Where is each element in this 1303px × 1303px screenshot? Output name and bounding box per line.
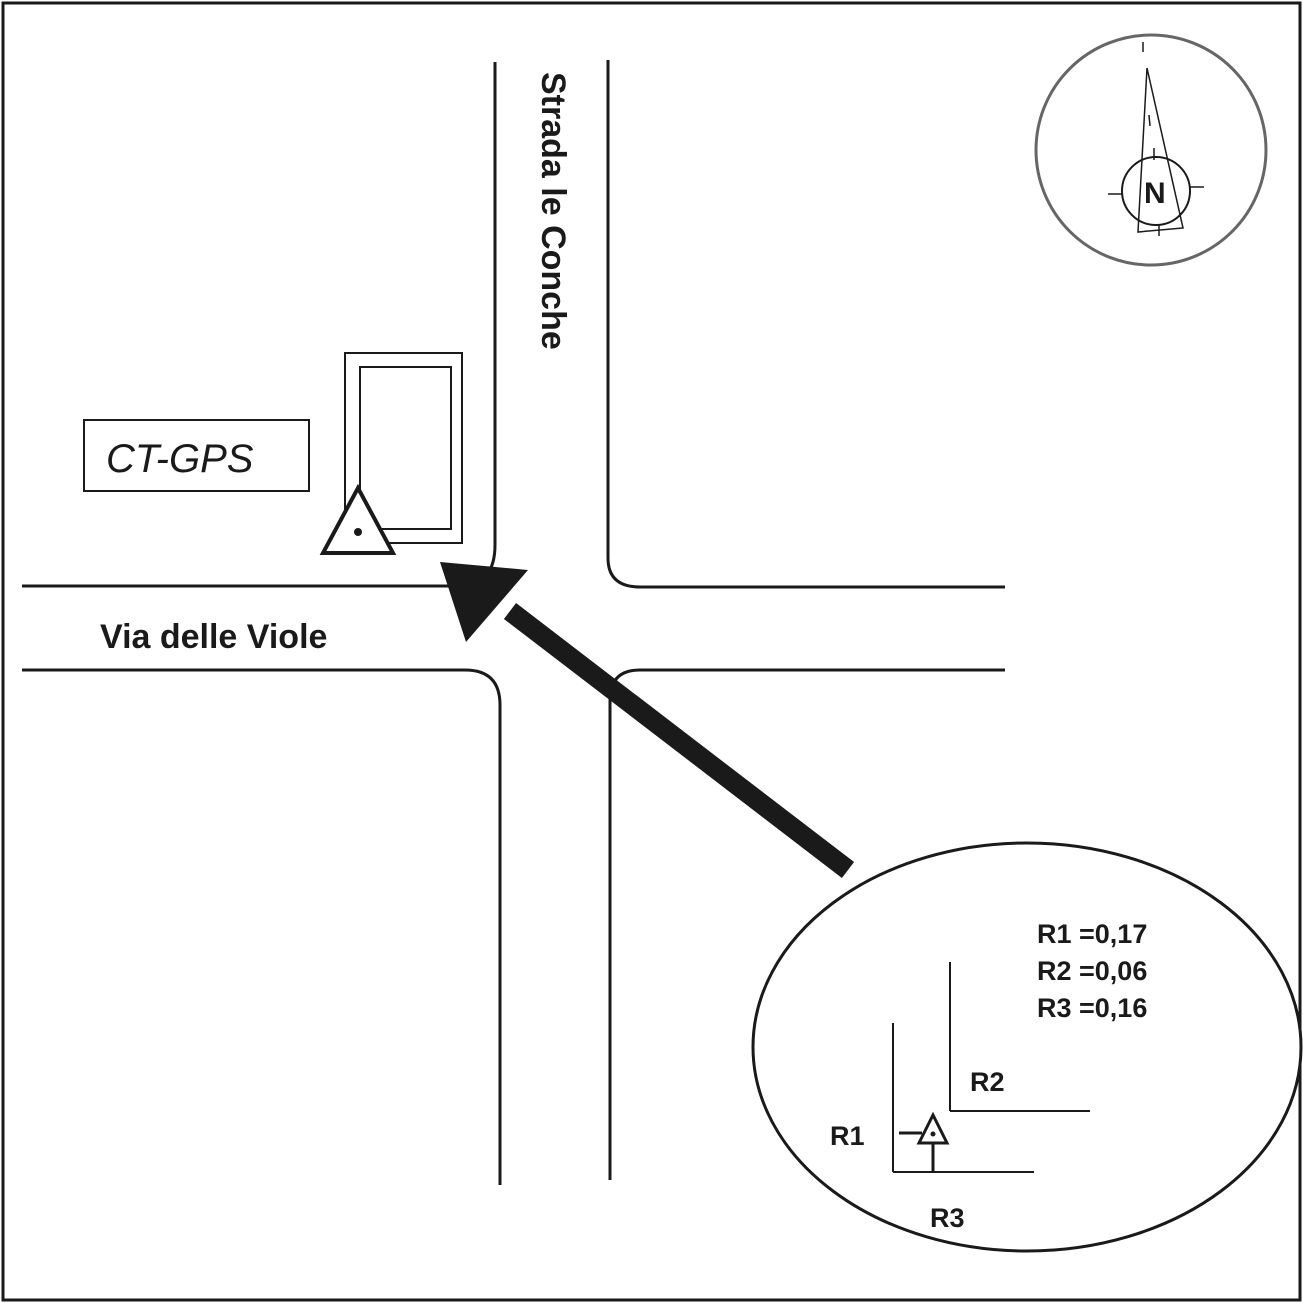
strada-le-conche-east-edge-north <box>606 60 1005 589</box>
street-label-via-delle-viole: Via delle Viole <box>100 618 327 656</box>
building <box>344 352 463 544</box>
street-label-strada-le-conche: Strada le Conche <box>534 72 572 350</box>
inset-reference-lines <box>892 962 1090 1173</box>
inset-label-r2: R2 <box>970 1067 1005 1097</box>
via-delle-viole-south-edge-west <box>22 668 502 1185</box>
reading-r3: R3 =0,16 <box>1037 993 1147 1023</box>
arrow-icon <box>440 562 855 878</box>
inset-triangle-marker-icon <box>916 1111 950 1145</box>
north-label: N <box>1144 177 1166 210</box>
station-label: CT-GPS <box>106 437 254 481</box>
detail-inset: R1 =0,17 R2 =0,06 R3 =0,16 R2 R1 R3 <box>751 841 1303 1253</box>
inset-label-r1: R1 <box>830 1121 865 1151</box>
station-label-box <box>83 419 310 492</box>
reading-r1: R1 =0,17 <box>1037 919 1147 949</box>
compass-rose-icon: N <box>1034 33 1268 267</box>
inset-label-r3: R3 <box>930 1203 965 1233</box>
reading-r2: R2 =0,06 <box>1037 956 1147 986</box>
triangle-marker-icon <box>319 483 397 555</box>
